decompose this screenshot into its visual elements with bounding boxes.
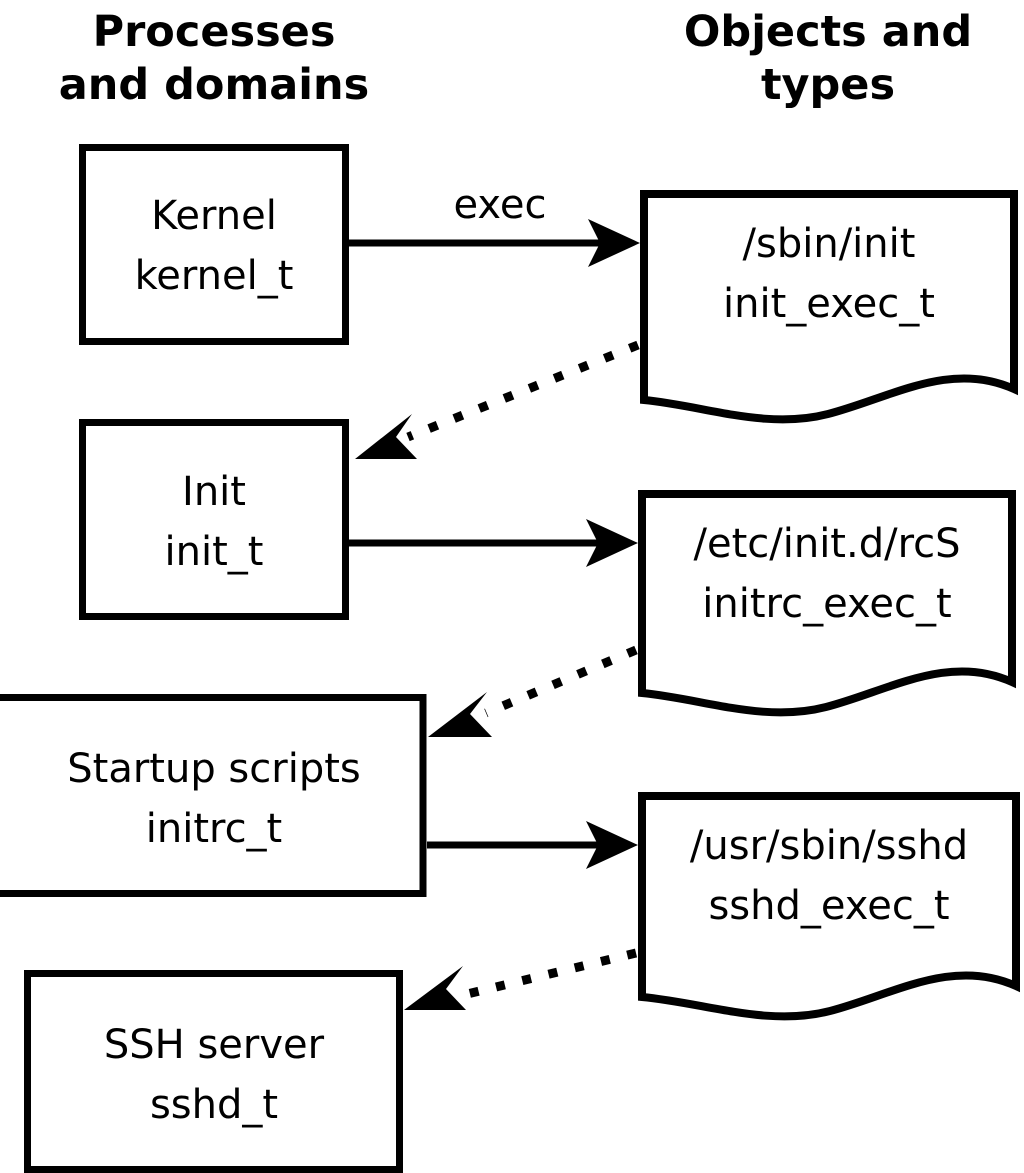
node-box (79, 144, 349, 345)
edge-sshd-exec-to-sshd (404, 948, 638, 1010)
node-box (79, 419, 349, 620)
arrowhead-icon (404, 966, 466, 1010)
heading-objects-line1: Objects and (684, 7, 972, 57)
node-sshd-exec-line2: sshd_exec_t (708, 883, 949, 929)
column-heading-objects: Objects and types (684, 7, 972, 110)
node-init-line1: Init (182, 469, 246, 515)
arrowhead-icon (586, 821, 638, 869)
node-startup-scripts[interactable]: Startup scripts initrc_t (0, 694, 427, 897)
edge-line (484, 645, 638, 718)
node-kernel[interactable]: Kernel kernel_t (79, 144, 349, 345)
edge-initrc-exec-to-initrc (428, 645, 638, 737)
node-box (24, 970, 403, 1173)
column-heading-processes: Processes and domains (59, 7, 369, 110)
edge-init-exec-to-init (355, 340, 640, 459)
node-initrc-exec[interactable]: /etc/init.d/rcS initrc_exec_t (638, 490, 1016, 717)
edge-label-exec: exec (454, 182, 547, 228)
node-ssh-server-line1: SSH server (104, 1022, 325, 1068)
document-shape (640, 190, 1018, 424)
node-sshd-exec[interactable]: /usr/sbin/sshd sshd_exec_t (638, 792, 1020, 1021)
node-kernel-line2: kernel_t (135, 253, 294, 299)
edge-line (461, 948, 638, 1000)
node-sshd-exec-line1: /usr/sbin/sshd (690, 823, 968, 869)
heading-objects-line2: types (761, 60, 895, 110)
arrowhead-icon (355, 414, 417, 459)
node-box (0, 694, 427, 897)
document-shape (638, 490, 1016, 717)
node-startup-scripts-line1: Startup scripts (67, 746, 360, 792)
node-initrc-exec-line2: initrc_exec_t (702, 581, 951, 627)
node-init[interactable]: Init init_t (79, 419, 349, 620)
arrowhead-icon (588, 219, 640, 267)
document-shape (638, 792, 1020, 1021)
arrowhead-icon (586, 519, 638, 567)
node-ssh-server[interactable]: SSH server sshd_t (24, 970, 403, 1173)
node-init-exec-line2: init_exec_t (723, 281, 935, 327)
node-ssh-server-line2: sshd_t (150, 1082, 278, 1128)
arrowhead-icon (428, 692, 492, 737)
node-startup-scripts-line2: initrc_t (146, 806, 283, 852)
heading-processes-line1: Processes (93, 7, 336, 57)
node-init-exec[interactable]: /sbin/init init_exec_t (640, 190, 1018, 424)
node-init-exec-line1: /sbin/init (743, 221, 916, 267)
heading-processes-line2: and domains (59, 60, 369, 110)
node-init-line2: init_t (165, 529, 264, 575)
edge-line (406, 340, 640, 442)
edge-init-to-initrc-exec (349, 519, 638, 567)
node-kernel-line1: Kernel (151, 193, 277, 239)
node-initrc-exec-line1: /etc/init.d/rcS (693, 521, 960, 567)
edge-initrc-to-sshd-exec (427, 821, 638, 869)
edge-kernel-to-init-exec: exec (349, 182, 640, 267)
